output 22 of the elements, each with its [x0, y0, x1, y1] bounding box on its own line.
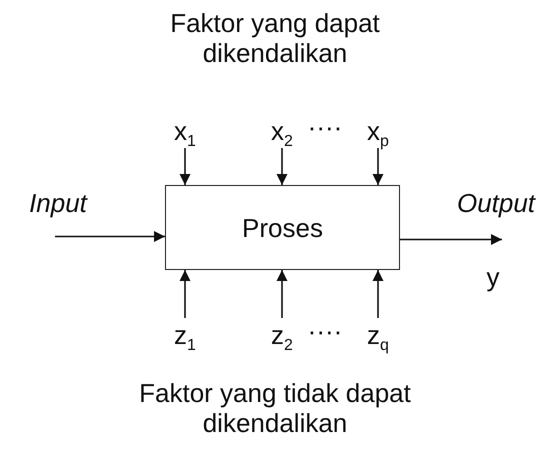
arrow [276, 270, 288, 318]
ellipsis: ···· [306, 316, 344, 346]
heading-text: Faktor yang tidak dapat dikendalikan [138, 378, 412, 438]
heading-text: Faktor yang dapat dikendalikan [169, 8, 381, 68]
arrow [372, 148, 384, 185]
edge-label: Output [456, 188, 537, 218]
input-variable: x$_{2}$ [262, 114, 302, 148]
arrow [400, 234, 502, 246]
arrow [179, 270, 191, 318]
input-variable: x$_{p}$ [358, 114, 398, 148]
process-box: Proses [165, 185, 400, 270]
arrow [372, 270, 384, 318]
noise-variable: z$_{2}$ [262, 318, 302, 352]
input-variable: x$_{1}$ [165, 114, 205, 148]
ellipsis: ···· [306, 112, 344, 142]
edge-label: Input [28, 188, 89, 218]
arrow [179, 148, 191, 185]
noise-variable: z$_{1}$ [165, 318, 205, 352]
output-variable: y [486, 262, 500, 292]
arrow [55, 230, 165, 242]
arrow [276, 148, 288, 185]
noise-variable: z$_{q}$ [358, 318, 398, 352]
